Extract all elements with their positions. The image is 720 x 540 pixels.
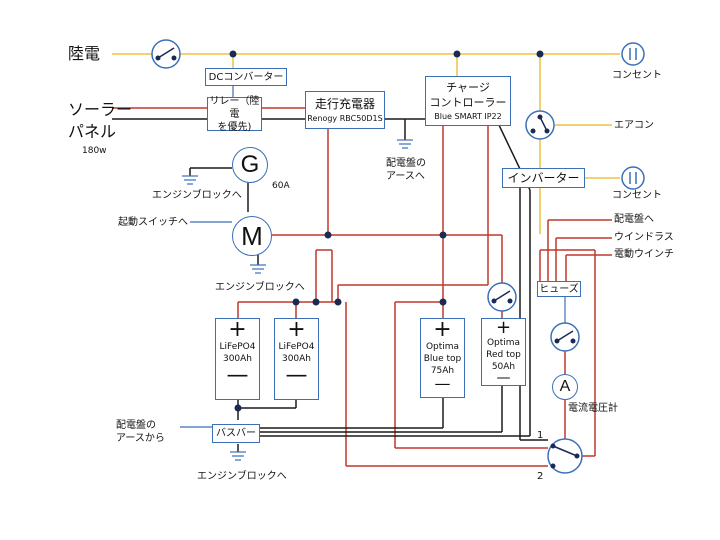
dc-negative-wiring: [112, 118, 548, 452]
ac-selector-switch: [525, 110, 555, 140]
battery-1-plus: +: [228, 317, 247, 342]
engine-block-bus-label: エンジンブロックへ: [197, 471, 287, 482]
battery-2-name: LiFePO4: [278, 342, 315, 352]
battery-1-minus: —: [226, 363, 249, 388]
fuse-box: ヒューズ: [537, 281, 581, 297]
battery-lifepo4-1: + LiFePO4 300Ah —: [215, 318, 260, 400]
ac-wiring: [112, 53, 620, 234]
inverter-label: インバーター: [507, 170, 580, 185]
panel-ground-label-1: 配電盤の: [386, 158, 426, 169]
battery-3-name-1: Optima: [425, 342, 460, 352]
battery-optima-blue: + Optima Blue top 75Ah —: [420, 318, 465, 398]
ground-symbols: [182, 139, 413, 461]
switch-symbols: [151, 39, 583, 474]
shore-power-switch: [151, 39, 181, 69]
relay-box: リレー（陸電 を優先): [207, 95, 262, 133]
outlet-mid-label: コンセント: [612, 190, 662, 201]
cc-label-2: コントローラー: [429, 95, 507, 109]
solar-watt-label: 180w: [82, 146, 107, 156]
battery-2-cap: 300Ah: [281, 354, 312, 364]
selector-position-1: 1: [537, 430, 544, 441]
dc-converter-label: DCコンバーター: [208, 71, 284, 83]
generator-symbol: G: [232, 147, 268, 183]
battery-4-cap: 50Ah: [491, 362, 516, 372]
meter-label: 電流電圧計: [568, 403, 618, 414]
battery-4-minus: —: [496, 370, 511, 386]
outlet-top-label: コンセント: [612, 70, 662, 81]
charge-controller-box: チャージ コントローラー Blue SMART IP22: [425, 76, 511, 126]
motor-symbol: M: [232, 216, 272, 256]
battery-1-name: LiFePO4: [219, 342, 256, 352]
relay-label-1: リレー（陸電: [209, 95, 260, 120]
battery-1-cap: 300Ah: [222, 354, 253, 364]
electric-winch-label: 電動ウインチ: [614, 249, 674, 260]
to-panel-label: 配電盤へ: [614, 214, 654, 225]
battery-3-plus: +: [433, 317, 452, 342]
battery-4-plus: +: [495, 317, 512, 338]
signal-wiring: [180, 84, 566, 428]
main-switch: [550, 322, 580, 352]
battery-2-plus: +: [287, 317, 306, 342]
battery-lifepo4-2: + LiFePO4 300Ah —: [274, 318, 319, 400]
battery-optima-red: + Optima Red top 50Ah —: [481, 318, 526, 386]
engine-block-m-label: エンジンブロックへ: [215, 282, 305, 293]
dc-dc-charger-box: 走行充電器 Renogy RBC50D1S: [305, 91, 385, 129]
solar-label-1: ソーラー: [68, 100, 133, 119]
engine-block-g-label: エンジンブロックへ: [152, 190, 242, 201]
motor-letter: M: [241, 220, 263, 251]
windlass-label: ウインドラス: [614, 232, 674, 243]
selector-position-2: 2: [537, 471, 544, 482]
starter-switch-label: 起動スイッチへ: [118, 217, 188, 228]
inverter-box: インバーター: [502, 168, 585, 188]
solar-label-2: パネル: [68, 122, 117, 141]
battery-3-minus: —: [434, 374, 451, 393]
cc-label-1: チャージ: [446, 80, 490, 94]
busbar-box: バスバー: [212, 424, 260, 443]
ground-from-label-1: 配電盤の: [116, 420, 156, 431]
cc-model: Blue SMART IP22: [434, 111, 502, 121]
dc-positive-wiring: [112, 107, 612, 467]
generator-letter: G: [240, 151, 260, 178]
outlet-symbols: [621, 42, 645, 190]
junction-dots: [229, 50, 544, 412]
battery-4-name-1: Optima: [486, 338, 521, 348]
fuse-label: ヒューズ: [539, 283, 579, 295]
red-top-switch: [487, 282, 517, 312]
aircon-label: エアコン: [614, 120, 654, 131]
ground-from-label-2: アースから: [116, 433, 165, 444]
battery-selector-switch: [547, 438, 583, 474]
busbar-label: バスバー: [216, 428, 256, 439]
panel-ground-label-2: アースへ: [386, 171, 425, 182]
grid-power-label: 陸電: [68, 44, 101, 63]
battery-4-name-2: Red top: [486, 350, 521, 360]
battery-3-name-2: Blue top: [423, 354, 462, 364]
ammeter-symbol: A: [552, 374, 578, 400]
alternator-amps-label: 60A: [272, 181, 290, 191]
dc-converter-box: DCコンバーター: [205, 68, 287, 86]
charger-title: 走行充電器: [314, 96, 375, 111]
relay-label-2: を優先): [217, 121, 252, 133]
charger-model: Renogy RBC50D1S: [307, 113, 383, 123]
battery-2-minus: —: [285, 363, 308, 388]
ammeter-letter: A: [559, 378, 571, 395]
battery-3-cap: 75Ah: [430, 366, 455, 376]
